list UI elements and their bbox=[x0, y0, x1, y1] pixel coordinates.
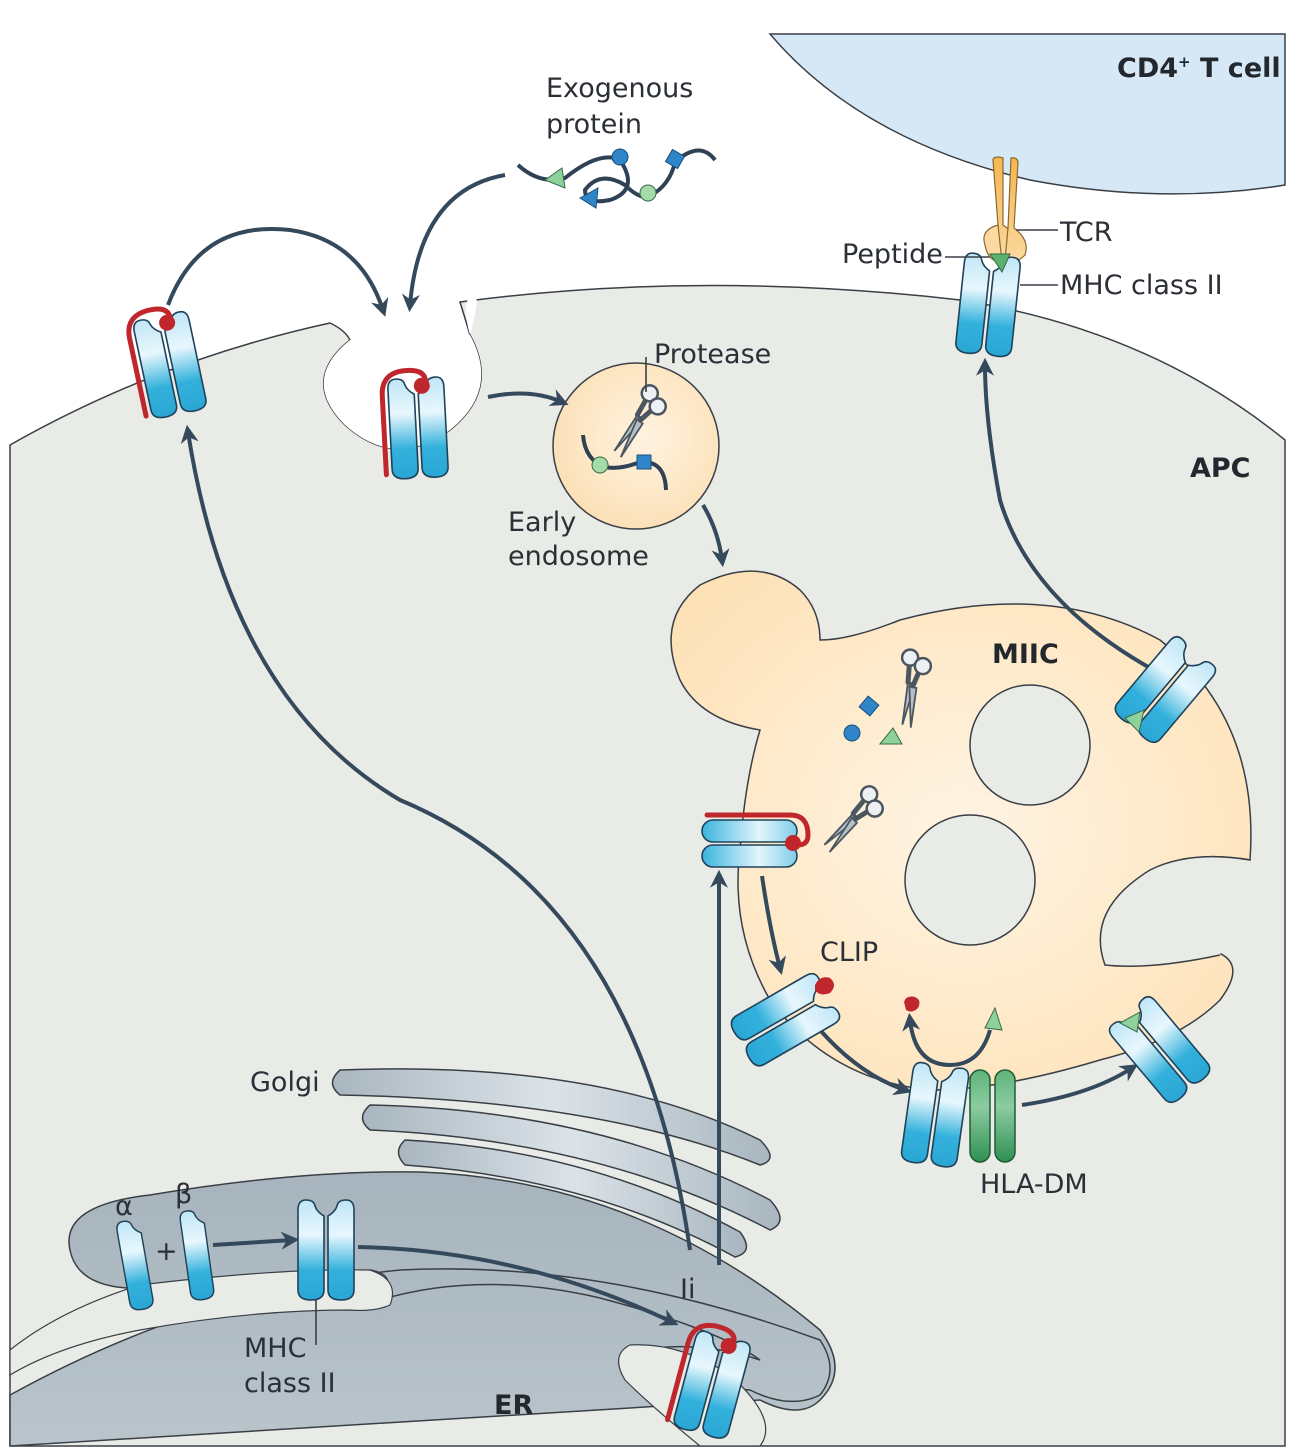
exogenous-protein-label-2: protein bbox=[546, 109, 642, 140]
mhc-class-ii-surface-label: MHC class II bbox=[1060, 270, 1223, 301]
mhc-er-label-2: class II bbox=[244, 1368, 336, 1399]
arrow-er-to-ii bbox=[357, 1245, 679, 1326]
peptide-label: Peptide bbox=[842, 239, 943, 270]
t-cell-label: CD4+ T cell bbox=[1117, 53, 1281, 84]
clip-label: CLIP bbox=[820, 937, 878, 968]
miic-indentation bbox=[1099, 855, 1251, 967]
hla-dm-label: HLA-DM bbox=[980, 1169, 1088, 1200]
arrow-clip-to-hladm bbox=[818, 1028, 912, 1096]
tcr-molecule bbox=[983, 156, 1027, 263]
endocytic-mhc-ii bbox=[379, 367, 449, 480]
loaded-peptide bbox=[1118, 1011, 1141, 1033]
arrow-peptide-exchange bbox=[902, 1012, 992, 1068]
arrow-hladm-to-loaded bbox=[1021, 1064, 1139, 1107]
exogenous-protein bbox=[516, 148, 717, 209]
arrow-protein-to-pit bbox=[401, 173, 506, 313]
early-endosome-label-2: endosome bbox=[508, 541, 649, 572]
tcr-label: TCR bbox=[1059, 217, 1113, 248]
exogenous-protein-label: Exogenous bbox=[546, 73, 693, 104]
miic-label: MIIC bbox=[992, 639, 1059, 670]
mhc-er-label: MHC bbox=[244, 1333, 306, 1364]
early-endosome-label: Early bbox=[508, 507, 576, 538]
incoming-peptide bbox=[984, 1006, 1003, 1031]
arrow-er-to-surface bbox=[180, 424, 692, 1251]
apc-label: APC bbox=[1190, 453, 1251, 484]
arrow-pit-to-endosome bbox=[487, 389, 569, 406]
miic-vesicle bbox=[969, 684, 1091, 806]
golgi-label: Golgi bbox=[250, 1067, 320, 1098]
miic-mhc-ii-cleavage bbox=[701, 785, 889, 868]
er-mhc-ii-complex bbox=[665, 1322, 754, 1440]
clip-fragment bbox=[815, 977, 834, 995]
arrow-surface-to-pit bbox=[166, 227, 389, 317]
surface-mhc-ii-left bbox=[126, 306, 208, 421]
er-label: ER bbox=[494, 1390, 533, 1421]
miic-degradation bbox=[843, 644, 953, 745]
released-clip bbox=[904, 996, 920, 1012]
beta-label: β bbox=[175, 1179, 192, 1210]
hla-dm-molecule bbox=[969, 1069, 1016, 1163]
t-cell-body bbox=[768, 33, 1286, 195]
endosome-contents bbox=[581, 357, 677, 491]
ii-label: Ii bbox=[680, 1274, 695, 1305]
protease-label: Protease bbox=[654, 339, 771, 370]
miic-peptide bbox=[1124, 709, 1145, 733]
presented-peptide bbox=[989, 253, 1011, 274]
golgi-apparatus bbox=[331, 1068, 781, 1258]
alpha-label: α bbox=[115, 1191, 133, 1222]
pathway-arrows bbox=[166, 173, 1151, 1326]
arrow-endosome-to-miic bbox=[701, 503, 730, 568]
arrow-miic-to-surface bbox=[976, 357, 1151, 670]
plus-label: + bbox=[155, 1236, 178, 1267]
arrow-miic-to-clip bbox=[760, 875, 786, 975]
miic-vesicle bbox=[904, 814, 1036, 946]
arrow-er-alpha-beta bbox=[212, 1231, 300, 1250]
early-endosome bbox=[552, 362, 720, 530]
